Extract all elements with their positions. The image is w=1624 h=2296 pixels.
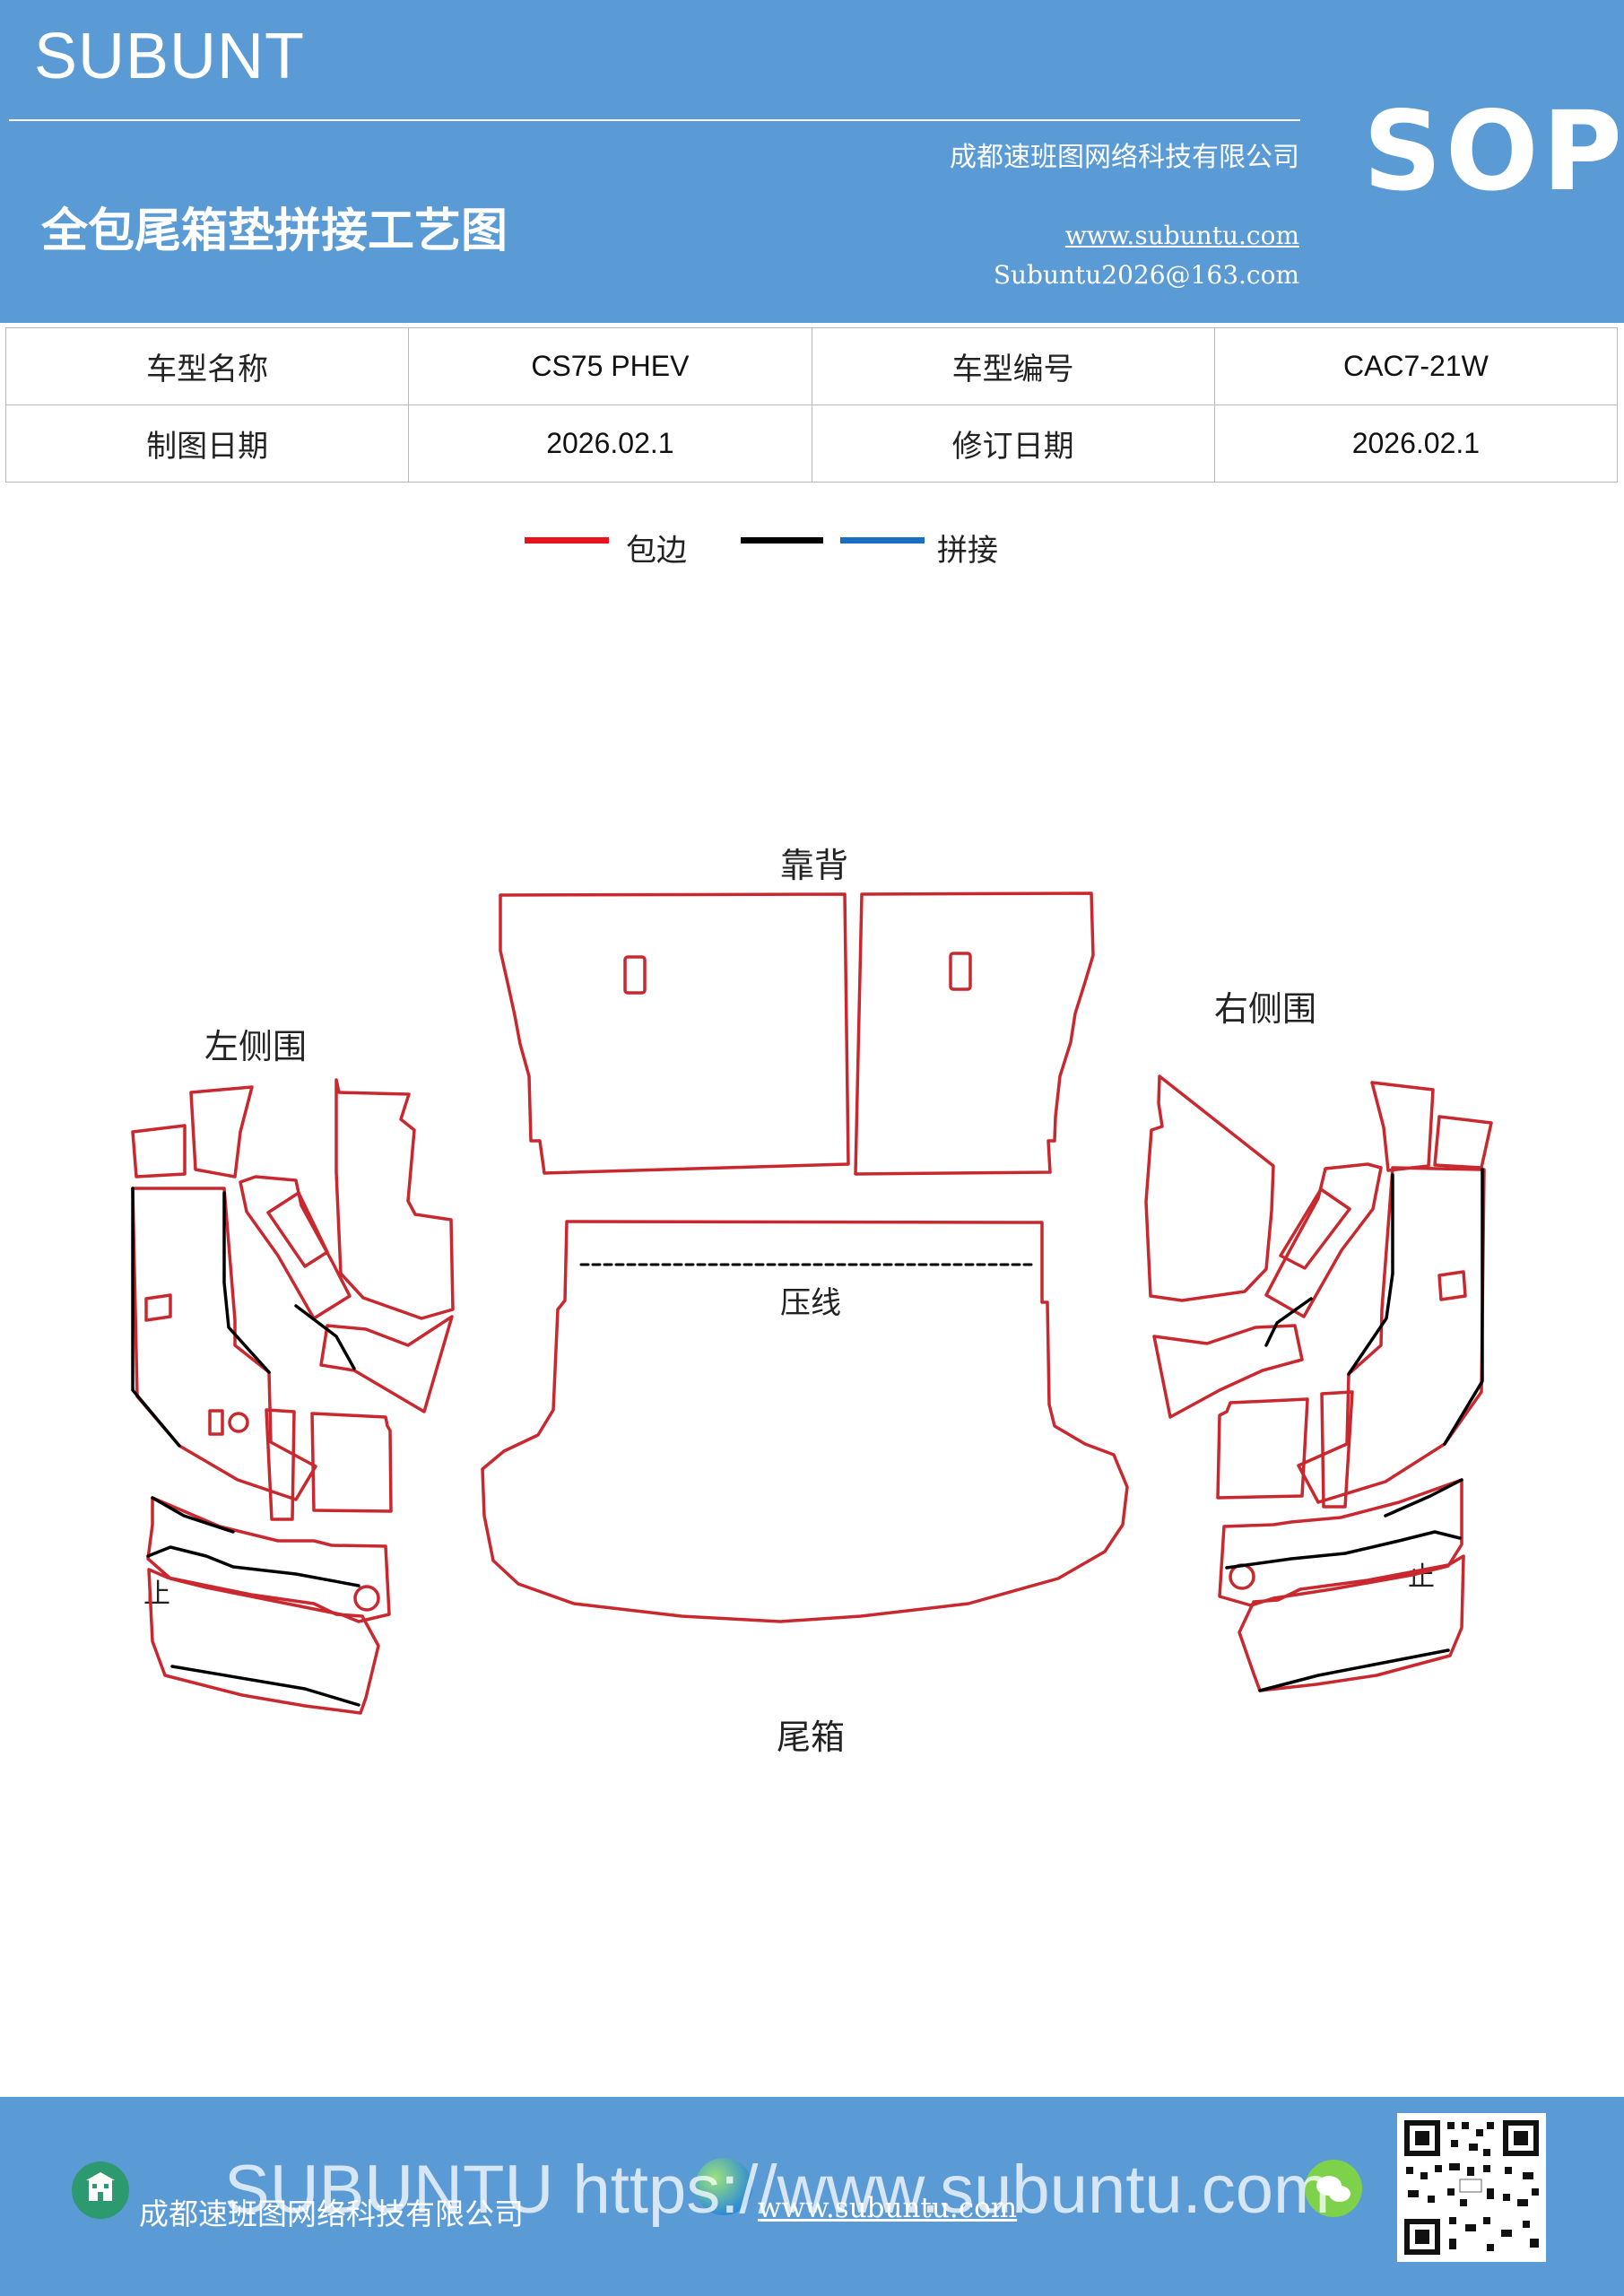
- left-side-seams: [131, 1187, 360, 1707]
- right-side-seams: [1225, 1168, 1484, 1692]
- building-icon: [72, 2161, 129, 2219]
- table-cell: 车型编号: [811, 327, 1215, 405]
- stop-mark-right: 止: [1408, 1561, 1435, 1593]
- globe-icon: [695, 2158, 752, 2215]
- edge-binding-swatch: [525, 537, 609, 544]
- backrest-label: 靠背: [780, 846, 848, 885]
- legend-label-seam: 拼接: [937, 533, 998, 569]
- backrest-left-panel: [499, 892, 850, 1175]
- table-cell: 2026.02.1: [408, 404, 812, 483]
- table-cell: 修订日期: [811, 404, 1215, 483]
- trunk-label: 尾箱: [777, 1718, 845, 1757]
- page-footer: 成都速班图网络科技有限公司 www.subuntu.com SUBUNTU ht…: [0, 2097, 1624, 2296]
- backrest-right-panel: [854, 891, 1095, 1176]
- right-side-label: 右侧围: [1214, 989, 1316, 1029]
- header-divider: [9, 119, 1300, 121]
- qr-code-image: [1404, 2120, 1539, 2255]
- table-cell: 2026.02.1: [1213, 404, 1619, 483]
- website-link[interactable]: www.subuntu.com: [1064, 221, 1299, 250]
- footer-company-name: 成都速班图网络科技有限公司: [139, 2196, 524, 2231]
- seam-swatch: [840, 537, 925, 544]
- company-name: 成都速班图网络科技有限公司: [950, 142, 1299, 173]
- table-row: 制图日期 2026.02.1 修订日期 2026.02.1: [4, 404, 1619, 483]
- sop-badge: SOP: [1363, 88, 1624, 215]
- table-row: 车型名称 CS75 PHEV 车型编号 CAC7-21W: [4, 327, 1619, 405]
- left-side-label: 左侧围: [204, 1027, 307, 1066]
- page-header: SUBUNT 成都速班图网络科技有限公司 全包尾箱垫拼接工艺图 www.subu…: [0, 0, 1624, 323]
- trunk-mat-diagram: 靠背 左侧围 右侧围 压线 尾箱 止 止: [131, 846, 1493, 1757]
- brand-logo-text: SUBUNT: [34, 21, 306, 92]
- wechat-icon: [1305, 2160, 1362, 2217]
- table-cell: 制图日期: [4, 404, 410, 483]
- vehicle-info-table: 车型名称 CS75 PHEV 车型编号 CAC7-21W 制图日期 2026.0…: [4, 327, 1619, 483]
- right-side-panels: [1144, 1074, 1493, 1692]
- footer-website-link[interactable]: www.subuntu.com: [758, 2192, 1018, 2224]
- line-legend: 包边 拼接: [0, 529, 1624, 583]
- qr-code[interactable]: [1397, 2113, 1546, 2262]
- document-title: 全包尾箱垫拼接工艺图: [41, 204, 508, 258]
- crease-label: 压线: [780, 1285, 841, 1321]
- table-cell: CAC7-21W: [1213, 327, 1619, 405]
- table-cell: CS75 PHEV: [408, 327, 812, 405]
- left-side-panels: [131, 1078, 455, 1715]
- black-line-swatch: [741, 537, 823, 544]
- legend-label-edge: 包边: [626, 533, 687, 569]
- stop-mark-left: 止: [143, 1578, 170, 1610]
- footer-watermark: SUBUNTU https://www.subuntu.com: [224, 2152, 1331, 2228]
- email-address: Subuntu2026@163.com: [993, 260, 1299, 290]
- trunk-floor-panel: [481, 1220, 1129, 1623]
- table-cell: 车型名称: [4, 327, 410, 405]
